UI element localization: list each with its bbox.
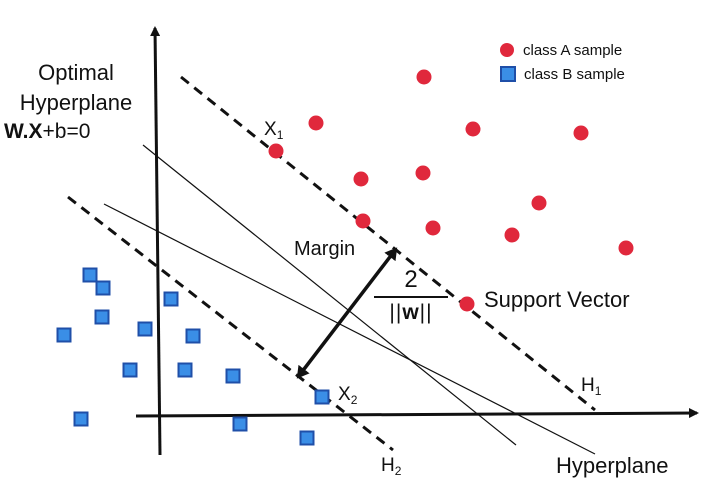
x1-label: X1 [264,119,284,142]
margin-label: Margin [294,238,356,260]
class-b-point [163,291,179,307]
h2-label: H2 [381,455,402,478]
class-b-point [82,267,98,283]
class-a-point [308,115,324,131]
class-b-point [185,328,201,344]
hyperplane-equation: W.X+b=0 [4,120,91,143]
class-a-point [416,69,432,85]
class-b-point [73,411,89,427]
class-a-point [531,195,547,211]
x2-label: X2 [338,384,358,407]
y-axis [150,26,162,456]
class-a-point [415,165,431,181]
boundary-h2 [67,195,394,452]
class-b-marker-icon [500,66,516,82]
fraction-denominator: ||w|| [389,301,433,324]
class-a-point [459,296,475,312]
class-b-point [137,321,153,337]
class-a-point [268,143,284,159]
legend-label-class-b: class B sample [524,65,625,83]
class-a-marker-icon [500,43,514,57]
class-a-point [504,227,520,243]
class-a-point [465,121,481,137]
legend: class A sample class B sample [476,36,666,92]
fraction-bar [374,296,448,298]
legend-item-class-b: class B sample [476,62,625,86]
class-b-point [122,362,138,378]
margin-arrow [296,247,398,379]
x-axis [135,408,699,419]
class-b-point [177,362,193,378]
legend-label-class-a: class A sample [523,41,623,59]
class-a-point [573,125,589,141]
class-a-point [353,171,369,187]
h1-label: H1 [581,375,602,398]
class-a-point [355,213,371,229]
class-b-point [225,368,241,384]
class-b-point [56,327,72,343]
legend-item-class-a: class A sample [476,38,622,62]
class-b-point [314,389,330,405]
points-layer [56,69,634,446]
margin-fraction: 2 ||w|| [374,266,448,325]
class-a-point [618,240,634,256]
fraction-numerator: 2 [404,266,418,293]
class-a-point [425,220,441,236]
boundary-h1 [180,75,596,412]
optimal-hyperplane-title: Optimal Hyperplane [19,60,133,115]
support-vector-label: Support Vector [484,287,630,312]
hyperplane-label: Hyperplane [556,453,669,478]
class-b-point [299,430,315,446]
class-b-point [95,280,111,296]
class-b-point [94,309,110,325]
class-b-point [232,416,248,432]
